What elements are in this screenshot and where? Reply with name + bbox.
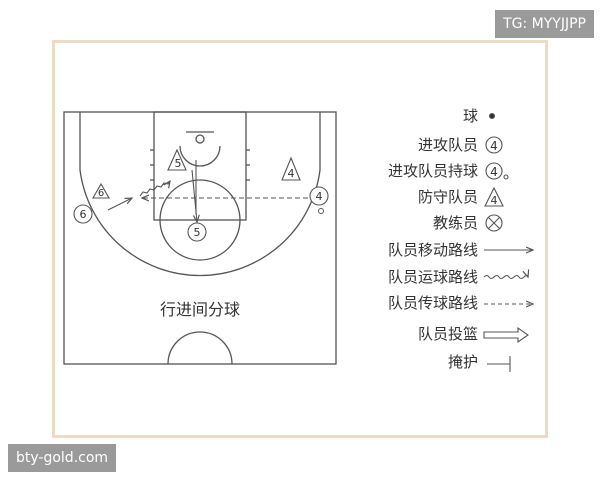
defender-high-post: 5 [167,148,187,171]
legend-label-dribble: 队员运球路线 [388,268,478,286]
legend-label-attacker: 进攻队员 [418,136,478,154]
legend-label-attacker-ball: 进攻队员持球 [388,162,478,180]
restricted-arc [179,145,221,167]
channel-badge: TG: MYYJJPP [495,10,594,38]
attacker-left-wing: 6 [73,204,93,224]
site-badge: bty-gold.com [8,444,117,472]
svg-text:4: 4 [491,194,498,207]
hoop [195,134,205,144]
legend-label-screen: 掩护 [448,353,478,371]
move-path-6 [107,198,132,211]
svg-text:4: 4 [316,190,323,203]
legend-label-coach: 教练员 [433,214,478,232]
three-point-line [79,112,321,277]
defender-left-wing: 6 [92,182,110,199]
attacker-right-ball: 4 [309,186,329,214]
legend-label-shoot: 队员投篮 [418,325,478,343]
court-caption: 行进间分球 [160,300,240,319]
legend-symbols: 4 4 4 [483,112,533,372]
svg-text:5: 5 [175,157,182,170]
center-circle [167,331,233,365]
screen-icon [487,356,511,372]
dot-icon [488,112,496,120]
double-arrow-icon [483,326,529,344]
free-throw-circle [159,179,241,261]
svg-text:4: 4 [490,165,498,179]
svg-text:6: 6 [80,208,87,221]
svg-text:4: 4 [490,139,498,153]
circle-number-icon: 4 [485,136,503,154]
legend-label-move: 队员移动路线 [388,241,478,259]
wavy-arrow-icon [483,276,528,280]
circle-number-ball-icon: 4 [485,162,509,180]
legend: 球 进攻队员 进攻队员持球 防守队员 教练员 队员移动路线 队员运球路线 队员传… [388,107,478,371]
free-throw-lane [153,111,247,221]
svg-text:6: 6 [98,188,104,199]
dribble-path [139,181,170,197]
legend-label-pass: 队员传球路线 [388,294,478,312]
legend-label-ball: 球 [463,107,478,125]
play-routes [107,160,308,222]
svg-text:5: 5 [194,226,201,239]
triangle-number-icon: 4 [484,186,504,207]
circle-x-icon [485,214,503,232]
diagram-frame [52,40,548,438]
ball-marker [318,208,324,214]
half-court [63,111,337,365]
svg-text:4: 4 [288,167,295,180]
defender-right-wing: 4 [281,156,301,181]
legend-label-defender: 防守队员 [418,188,478,206]
attacker-low-post: 5 [187,222,207,242]
